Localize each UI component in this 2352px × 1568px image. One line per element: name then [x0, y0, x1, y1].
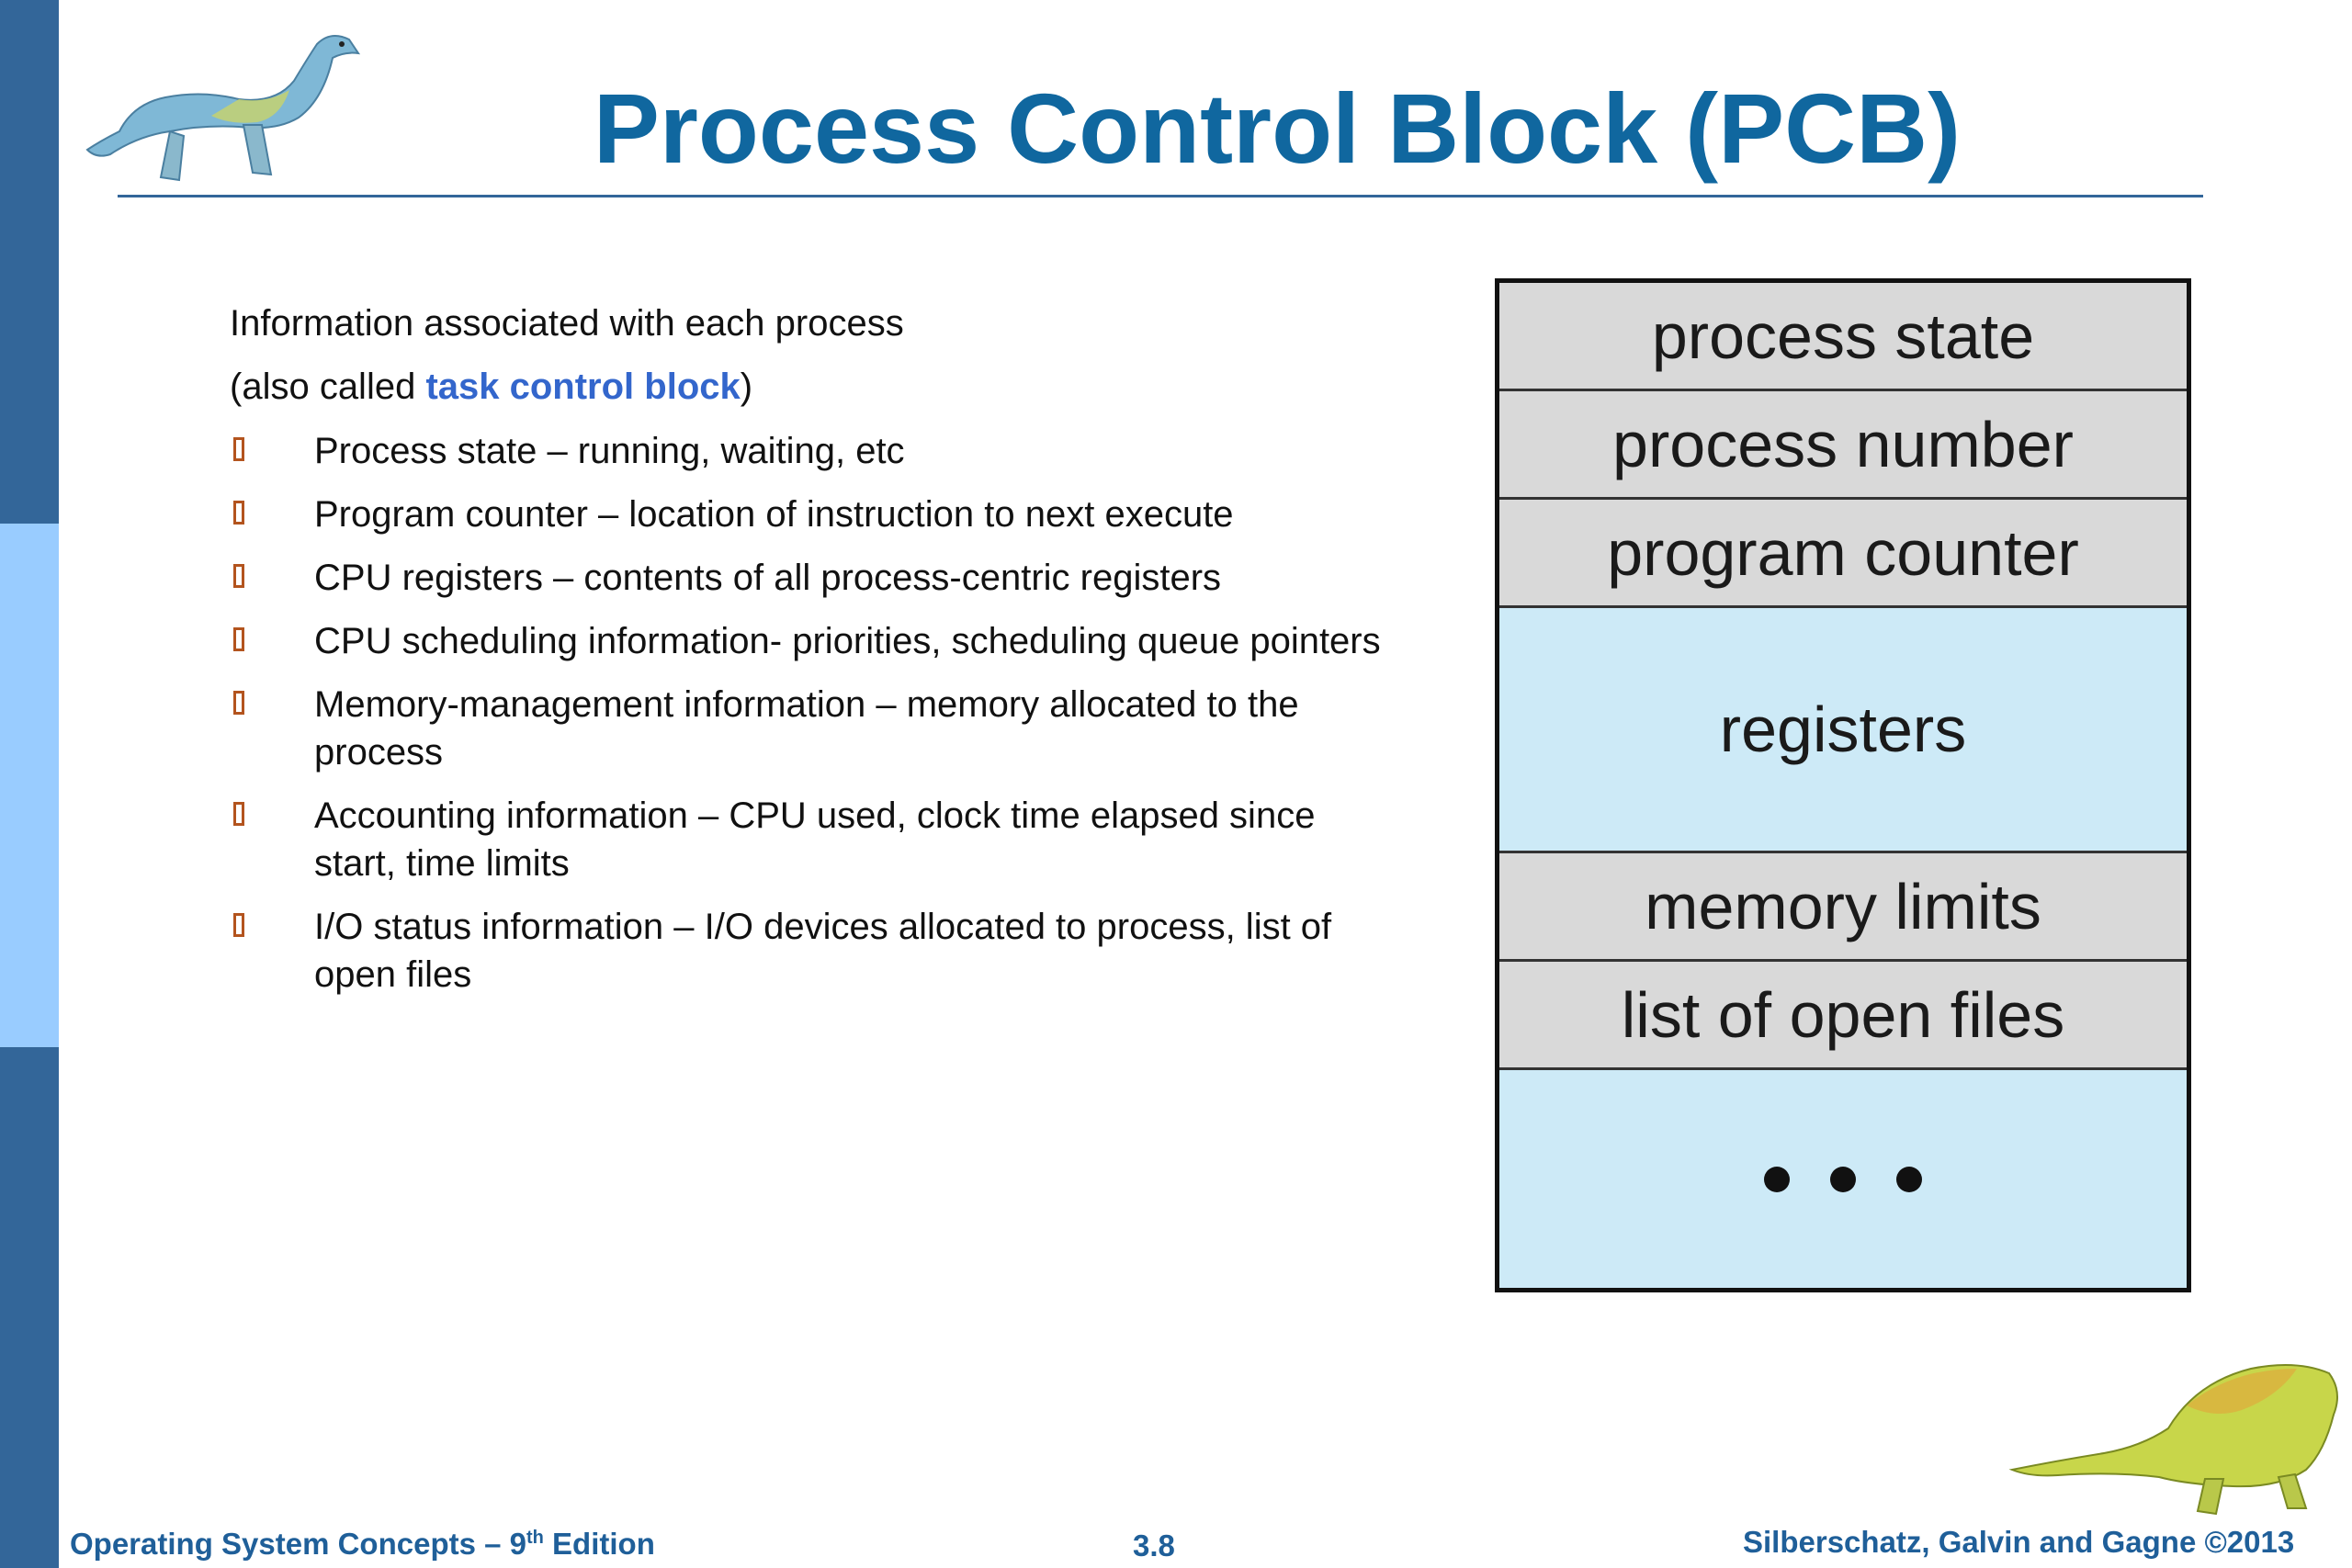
dot — [1830, 1166, 1856, 1192]
intro-alias-prefix: (also called — [230, 367, 426, 407]
footer-book-prefix: Operating System Concepts – 9 — [70, 1527, 526, 1561]
dinosaur-top-icon — [85, 35, 361, 182]
highlight-term: task control block — [425, 367, 741, 407]
bullet-item: I/O status information – I/O devices all… — [230, 903, 1387, 998]
bullet-item: Memory-management information – memory a… — [230, 681, 1387, 776]
bullet-text: Process state – running, waiting, etc — [314, 431, 905, 471]
intro-alias-suffix: ) — [740, 367, 753, 407]
pcb-field-program-counter: program counter — [1499, 500, 2187, 608]
bullet-text: Accounting information – CPU used, clock… — [314, 795, 1316, 884]
bullet-marker-icon — [233, 501, 244, 525]
sidebar-stripe-top — [0, 0, 59, 524]
footer-book-suffix: Edition — [543, 1527, 655, 1561]
page-number: 3.8 — [1133, 1529, 1175, 1562]
footer-book-title: Operating System Concepts – 9th Edition — [70, 1527, 655, 1562]
intro-text: Information associated with each process — [230, 303, 904, 344]
dinosaur-bottom-icon — [2008, 1364, 2338, 1516]
bullet-item: Program counter – location of instructio… — [230, 491, 1387, 538]
bullet-text: CPU registers – contents of all process-… — [314, 558, 1222, 598]
bullet-item: CPU scheduling information- priorities, … — [230, 617, 1387, 665]
pcb-diagram: process state process number program cou… — [1495, 278, 2191, 1292]
pcb-field-process-state: process state — [1499, 283, 2187, 391]
bullet-list: Process state – running, waiting, etc Pr… — [230, 427, 1387, 1014]
title-divider — [118, 195, 2203, 197]
footer-book-sup: th — [526, 1528, 544, 1548]
slide-title: Process Control Block (PCB) — [593, 73, 1962, 184]
ellipsis-icon — [1764, 1166, 1922, 1192]
pcb-field-process-number: process number — [1499, 391, 2187, 500]
bullet-text: Program counter – location of instructio… — [314, 494, 1234, 535]
bullet-marker-icon — [233, 691, 244, 715]
sidebar-stripe-middle — [0, 524, 59, 1047]
pcb-field-more — [1499, 1070, 2187, 1288]
bullet-text: I/O status information – I/O devices all… — [314, 907, 1332, 995]
bullet-text: Memory-management information – memory a… — [314, 684, 1299, 773]
bullet-item: Process state – running, waiting, etc — [230, 427, 1387, 475]
bullet-marker-icon — [233, 913, 244, 937]
bullet-item: CPU registers – contents of all process-… — [230, 554, 1387, 602]
pcb-field-registers: registers — [1499, 608, 2187, 853]
dot — [1764, 1166, 1790, 1192]
intro-alias-text: (also called task control block) — [230, 364, 752, 410]
dot — [1896, 1166, 1922, 1192]
footer-authors: Silberschatz, Galvin and Gagne ©2013 — [1743, 1525, 2295, 1559]
bullet-text: CPU scheduling information- priorities, … — [314, 621, 1381, 661]
bullet-item: Accounting information – CPU used, clock… — [230, 792, 1387, 887]
bullet-marker-icon — [233, 627, 244, 651]
pcb-field-open-files: list of open files — [1499, 962, 2187, 1070]
bullet-marker-icon — [233, 802, 244, 826]
pcb-field-memory-limits: memory limits — [1499, 853, 2187, 962]
bullet-marker-icon — [233, 564, 244, 588]
sidebar-stripe-bottom — [0, 1047, 59, 1568]
bullet-marker-icon — [233, 437, 244, 461]
